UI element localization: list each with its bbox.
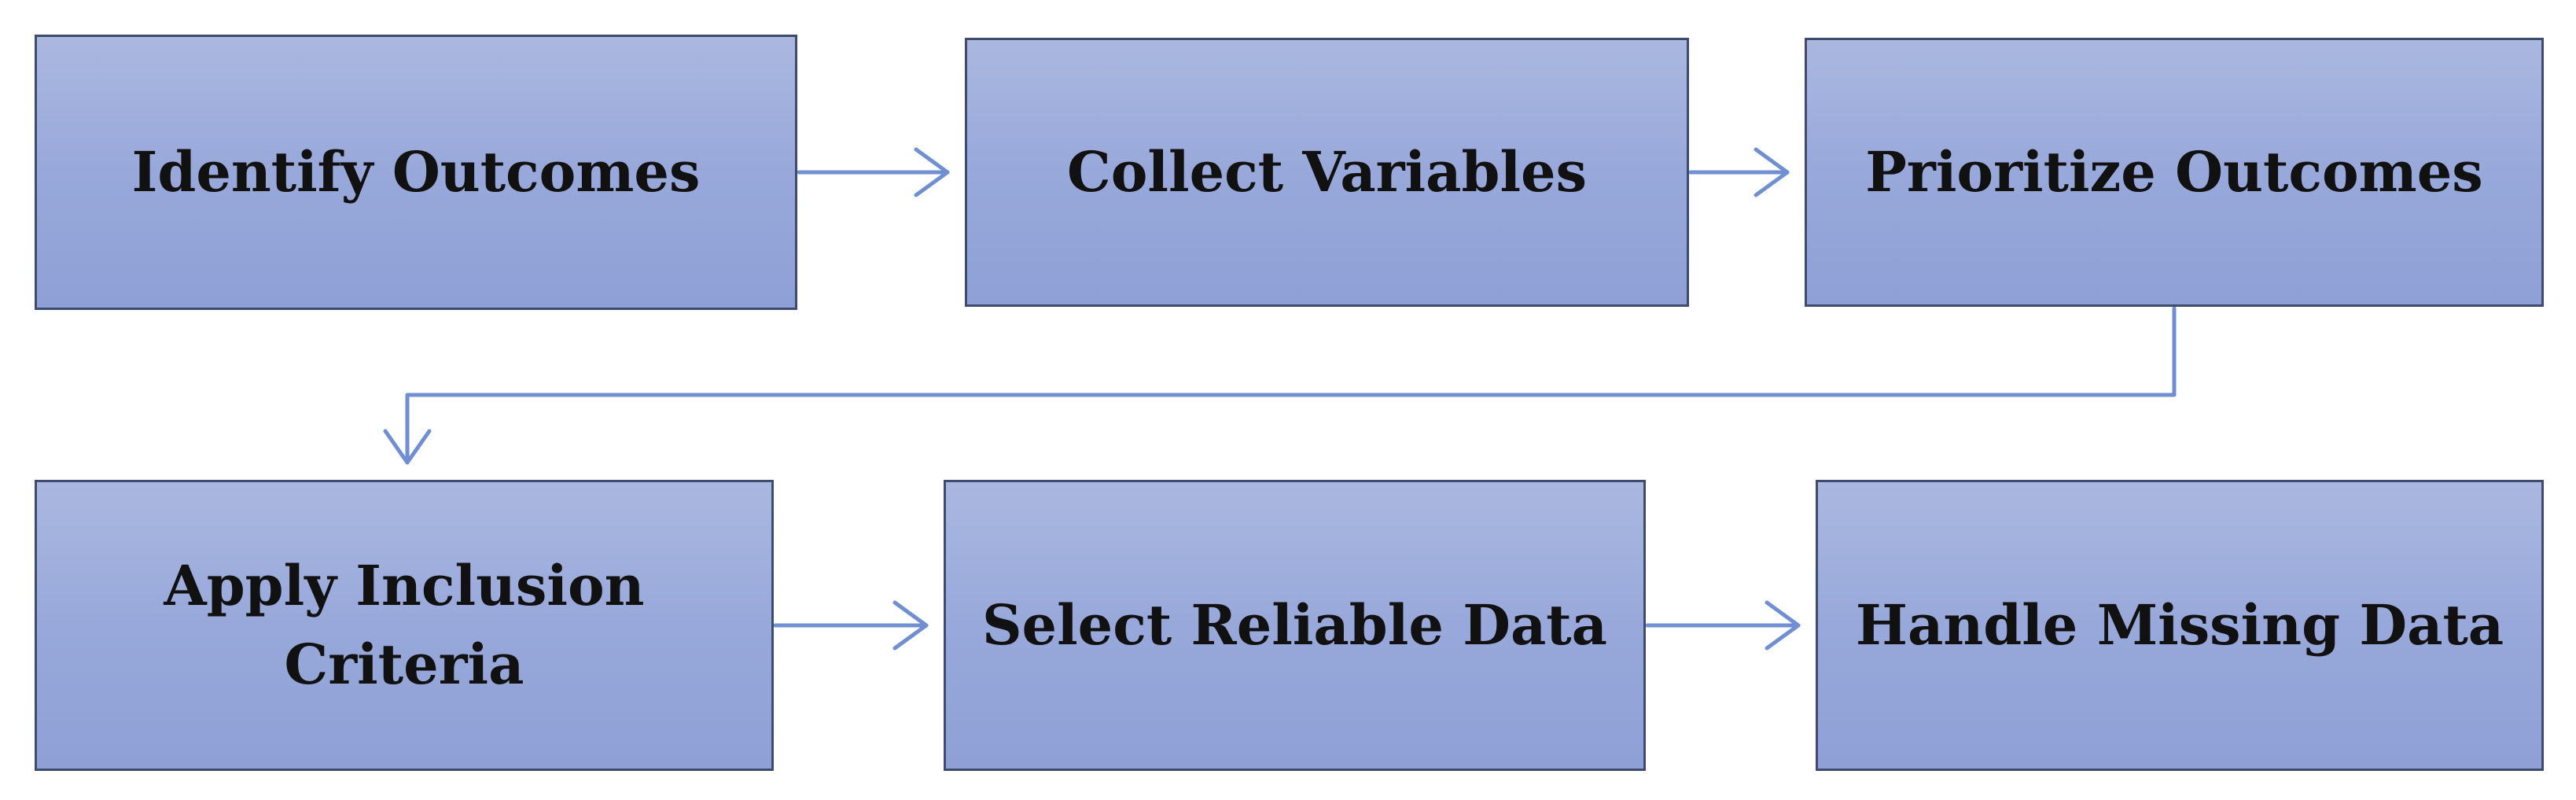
step-identify-outcomes: Identify Outcomes (35, 35, 797, 310)
arrow-prioritize-to-apply (383, 306, 2177, 465)
step-handle-missing-data: Handle Missing Data (1816, 480, 2544, 771)
step-label: Identify Outcomes (131, 139, 701, 205)
step-select-reliable-data: Select Reliable Data (944, 480, 1646, 771)
step-label: Apply Inclusion Criteria (164, 553, 645, 697)
step-apply-inclusion-criteria: Apply Inclusion Criteria (35, 480, 774, 771)
step-collect-variables: Collect Variables (965, 38, 1689, 307)
step-label: Collect Variables (1066, 139, 1587, 205)
arrow-apply-to-select (773, 600, 929, 651)
step-label: Handle Missing Data (1855, 592, 2504, 658)
step-label: Prioritize Outcomes (1865, 139, 2483, 205)
arrow-select-to-handle (1645, 600, 1801, 651)
step-label: Select Reliable Data (982, 592, 1607, 658)
step-prioritize-outcomes: Prioritize Outcomes (1805, 38, 2544, 307)
arrow-collect-to-prioritize (1688, 147, 1790, 197)
arrow-identify-to-collect (797, 147, 950, 197)
